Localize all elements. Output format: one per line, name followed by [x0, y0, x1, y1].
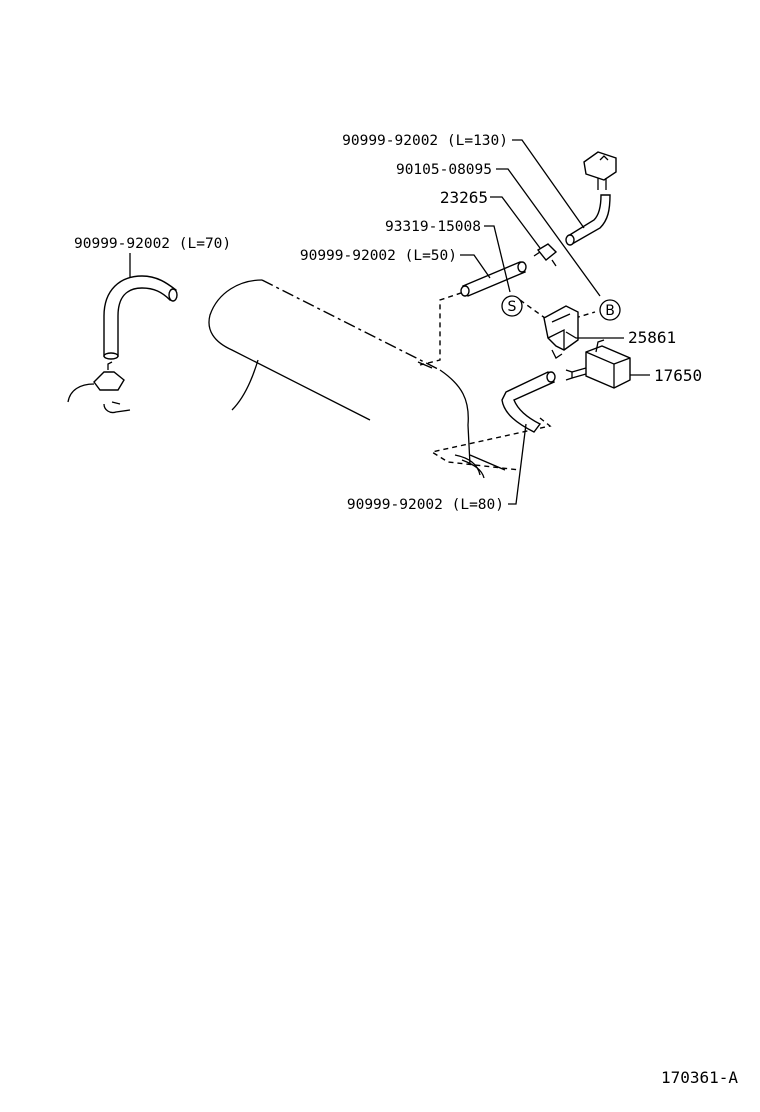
- marker-s: S: [501, 295, 523, 317]
- engine-body-outline: [208, 279, 506, 479]
- svg-text:S: S: [508, 299, 517, 315]
- hose-l130[interactable]: [565, 194, 611, 246]
- label-hose-l80: 90999-92002 (L=80): [347, 497, 504, 513]
- vsv-17650[interactable]: [565, 339, 631, 389]
- label-bracket-25861: 25861: [628, 328, 676, 347]
- hose-l70[interactable]: [103, 275, 178, 360]
- hose-l50[interactable]: [460, 261, 527, 297]
- label-vsv-17650: 17650: [654, 366, 702, 385]
- label-hose-l50: 90999-92002 (L=50): [300, 248, 457, 264]
- marker-b: B: [599, 299, 621, 321]
- connector-top: [583, 151, 617, 190]
- label-clamp-90105: 90105-08095: [396, 162, 492, 178]
- check-valve-23265[interactable]: [533, 243, 558, 267]
- label-hose-l70: 90999-92002 (L=70): [74, 236, 231, 252]
- figure-id: 170361-A: [661, 1068, 738, 1087]
- svg-text:B: B: [605, 303, 615, 319]
- label-hose-l130: 90999-92002 (L=130): [342, 133, 508, 149]
- hose-l80[interactable]: [501, 371, 556, 433]
- leader-lines: [129, 139, 650, 505]
- bracket-25861[interactable]: [543, 305, 579, 359]
- label-plug-93319: 93319-15008: [385, 219, 481, 235]
- left-fitting: [67, 361, 131, 414]
- label-part-23265: 23265: [440, 188, 488, 207]
